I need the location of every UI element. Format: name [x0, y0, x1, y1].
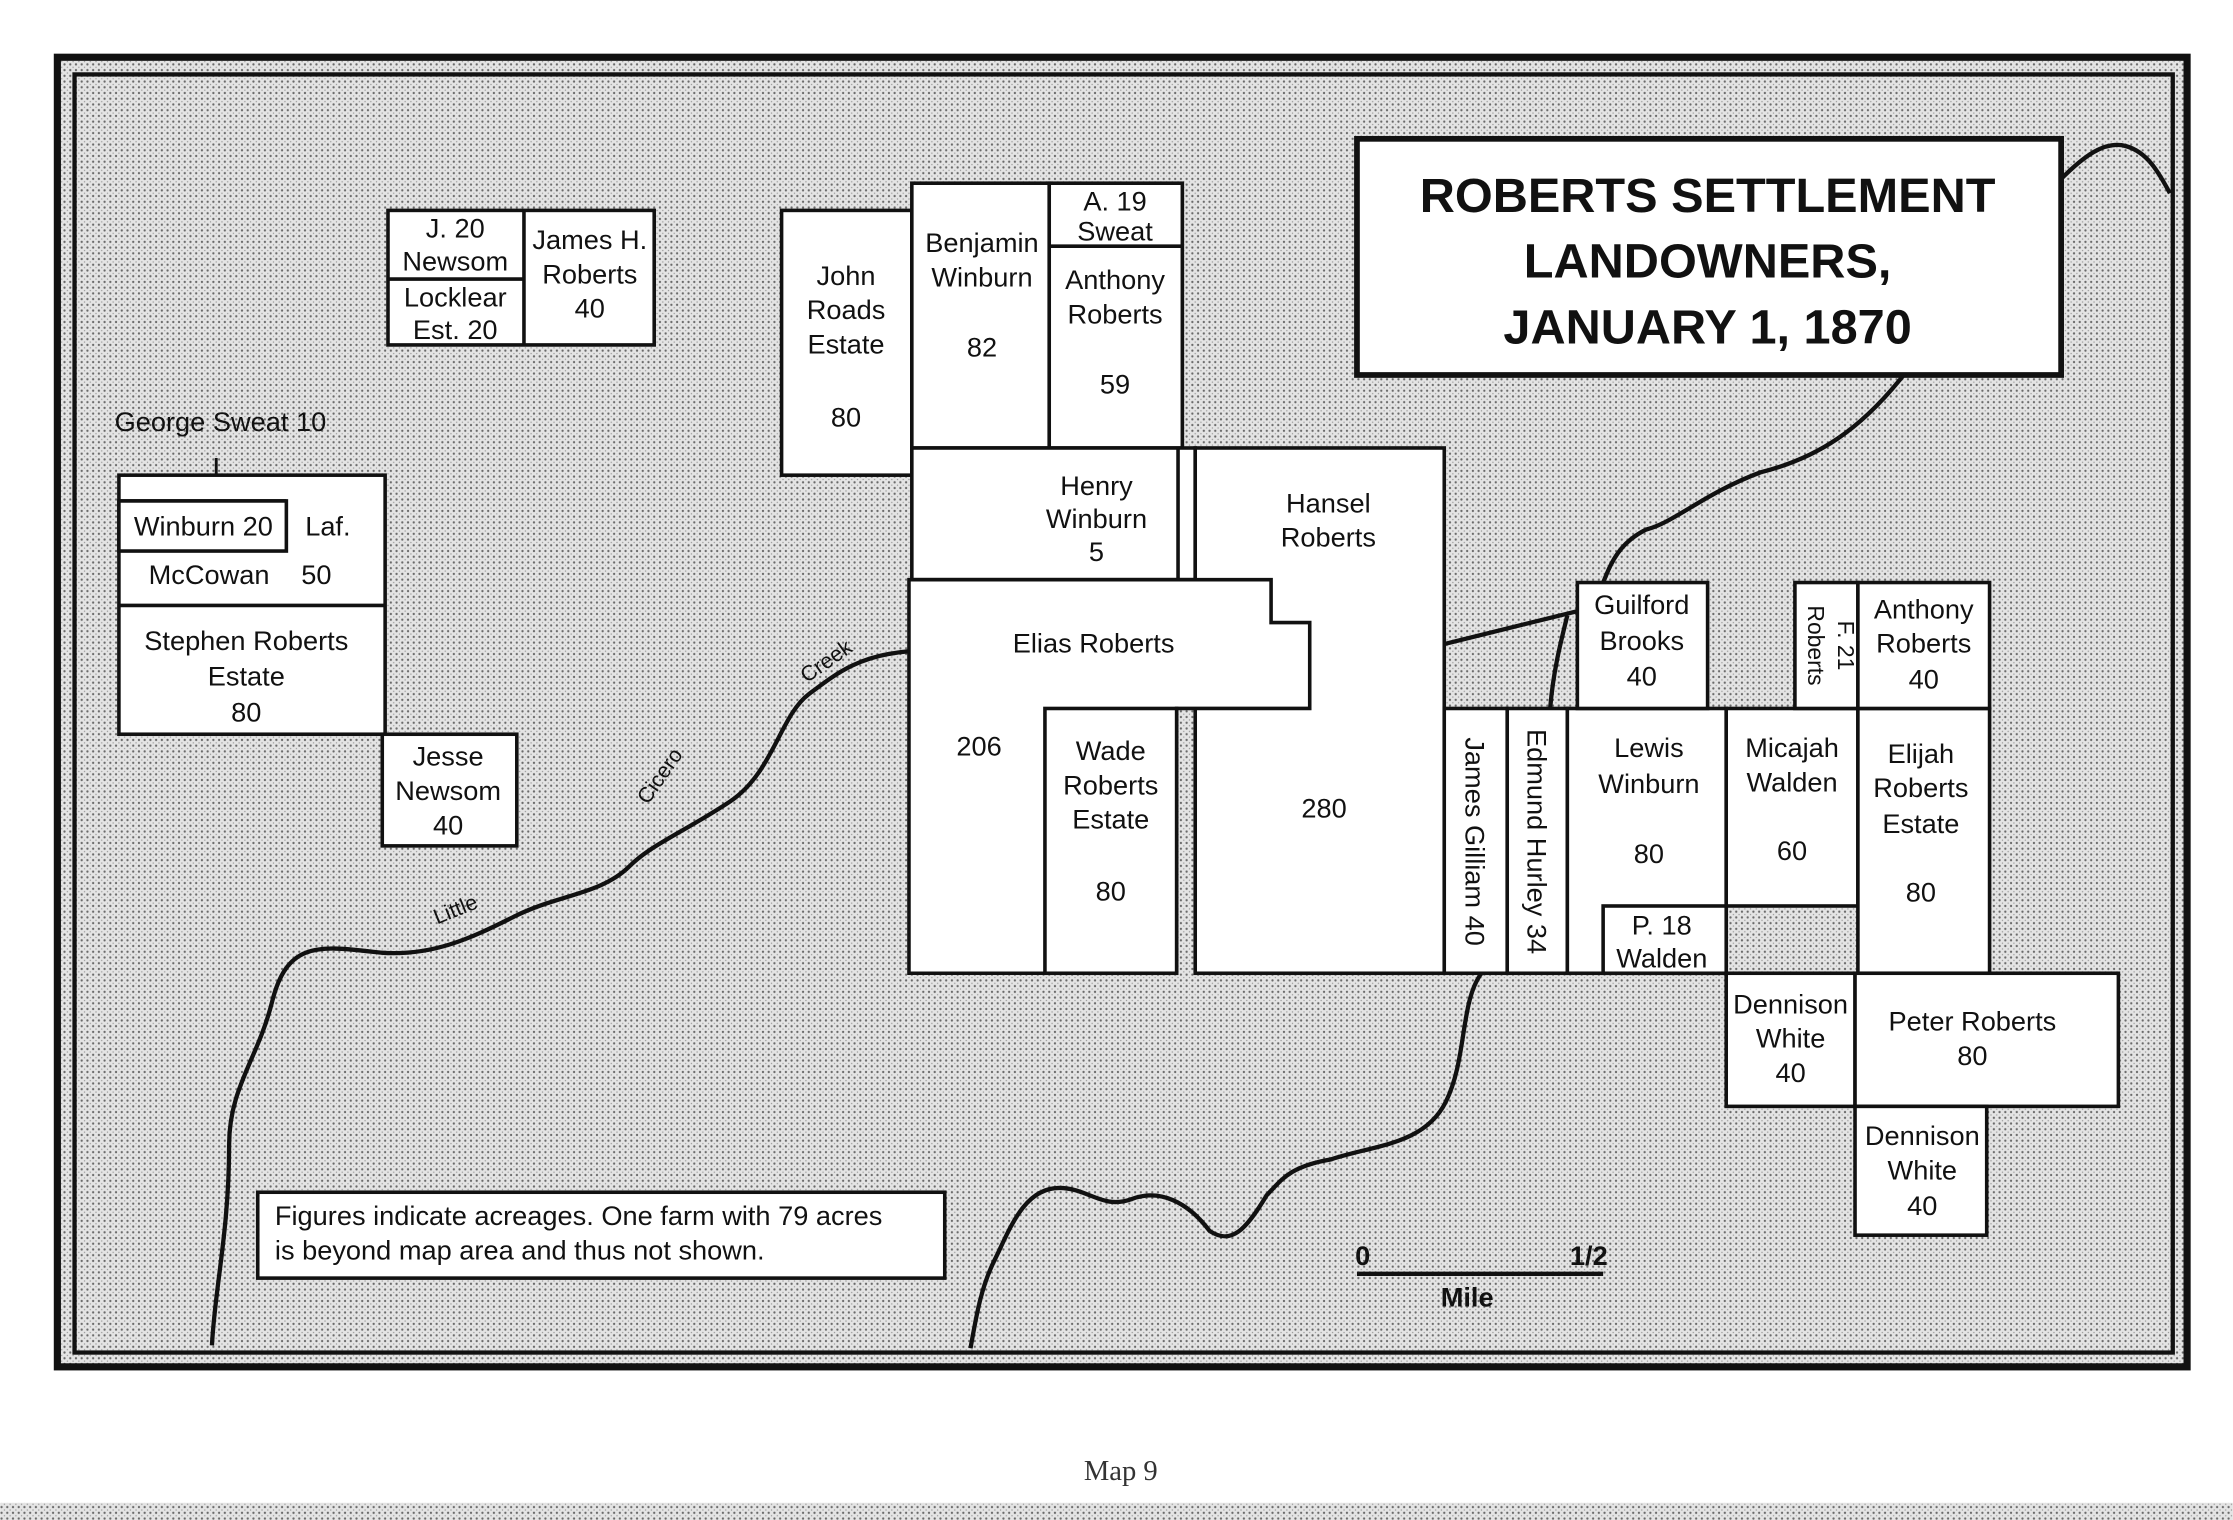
parcel-anthony-roberts-59	[1047, 181, 1185, 450]
stream-northeast	[2059, 142, 2172, 195]
streams	[209, 142, 2172, 1349]
map-inner-frame	[72, 72, 2175, 1355]
parcel-acreage-elias-roberts: 206	[956, 731, 1001, 762]
stream-south	[968, 971, 1484, 1349]
parcel-west-block: Winburn 20 Laf. McCowan 50 Stephen Rober…	[117, 473, 387, 737]
parcel-wade-roberts-estate	[1043, 706, 1179, 976]
scale-label-half: 1/2	[1570, 1240, 1608, 1271]
scale-bar: 0 1/2 Mile	[1355, 1240, 1608, 1313]
parcel-f-roberts	[1793, 580, 1860, 711]
parcel-guilford-brooks	[1575, 580, 1710, 711]
parcel-jesse-newsom	[380, 732, 519, 848]
parcel-dennison-white-2	[1853, 1104, 1989, 1237]
parcel-benjamin-winburn	[910, 181, 1052, 450]
parcel-label-george-sweat: George Sweat 10	[115, 406, 327, 437]
parcel-dennison-white-1	[1724, 971, 1857, 1109]
parcel-micajah-walden	[1724, 706, 1860, 908]
parcel-acreage-mccowan: 50	[301, 559, 331, 590]
parcel-label-f-roberts-name: Roberts	[1803, 605, 1829, 685]
parcel-p-walden	[1601, 904, 1729, 976]
stream-east	[1443, 609, 1578, 647]
parcel-hansel-roberts	[1193, 446, 1447, 976]
parcel-label-elias-roberts: Elias Roberts	[1013, 628, 1175, 659]
parcel-anthony-roberts-40	[1856, 580, 1992, 711]
stream-north	[1601, 373, 1906, 584]
parcel-peter-roberts	[1853, 971, 2121, 1109]
scale-label-zero: 0	[1355, 1240, 1370, 1271]
map-caption: Map 9	[1084, 1455, 1158, 1487]
page-edge-shadow	[0, 1502, 2233, 1520]
title-box	[1354, 135, 2064, 378]
scale-label-unit: Mile	[1441, 1282, 1494, 1313]
parcel-label-laf: Laf.	[305, 510, 350, 541]
parcel-label-f-roberts-acreage: F. 21	[1833, 621, 1859, 671]
parcel-label-mccowan: McCowan	[149, 559, 270, 590]
parcel-label-winburn-20: Winburn 20	[134, 510, 273, 541]
parcel-label-james-gilliam: James Gilliam 40	[1460, 737, 1491, 946]
legend-box	[255, 1190, 947, 1280]
little-cicero-creek	[209, 649, 910, 1346]
parcel-label-edmund-hurley: Edmund Hurley 34	[1521, 729, 1552, 954]
parcel-john-roads-estate	[779, 208, 914, 477]
legend-text: Figures indicate acreages. One farm with…	[275, 1200, 882, 1265]
stream-branch	[1548, 614, 1570, 709]
